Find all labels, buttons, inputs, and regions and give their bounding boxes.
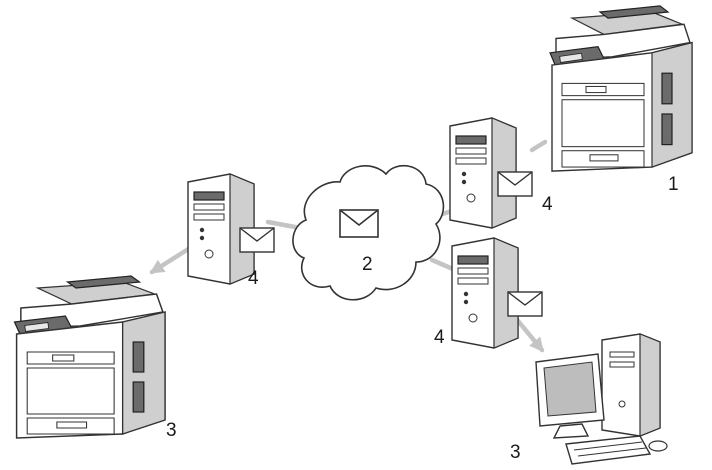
arrow-left-server-to-mfc [149, 245, 193, 275]
label-server-receiver-mfc: 4 [248, 268, 259, 289]
internet-cloud-icon [292, 165, 445, 301]
server-sender-email-icon [497, 171, 533, 197]
label-server-receiver-pc: 4 [434, 327, 445, 348]
receiver-mfc-icon [13, 275, 166, 439]
label-receiver-mfc: 3 [166, 420, 177, 441]
cloud-email-icon [339, 209, 379, 238]
label-server-sender: 4 [542, 194, 553, 215]
label-sender-device: 1 [668, 174, 679, 195]
receiver-pc-icon [535, 333, 668, 465]
server-receiver-mfc-email-icon [239, 227, 275, 253]
connection-sender-to-server [529, 139, 548, 153]
server-receiver-pc-email-icon [507, 291, 543, 317]
label-receiver-pc: 3 [510, 442, 521, 463]
label-internet: 2 [362, 254, 373, 275]
sender-mfc-icon [549, 5, 693, 172]
